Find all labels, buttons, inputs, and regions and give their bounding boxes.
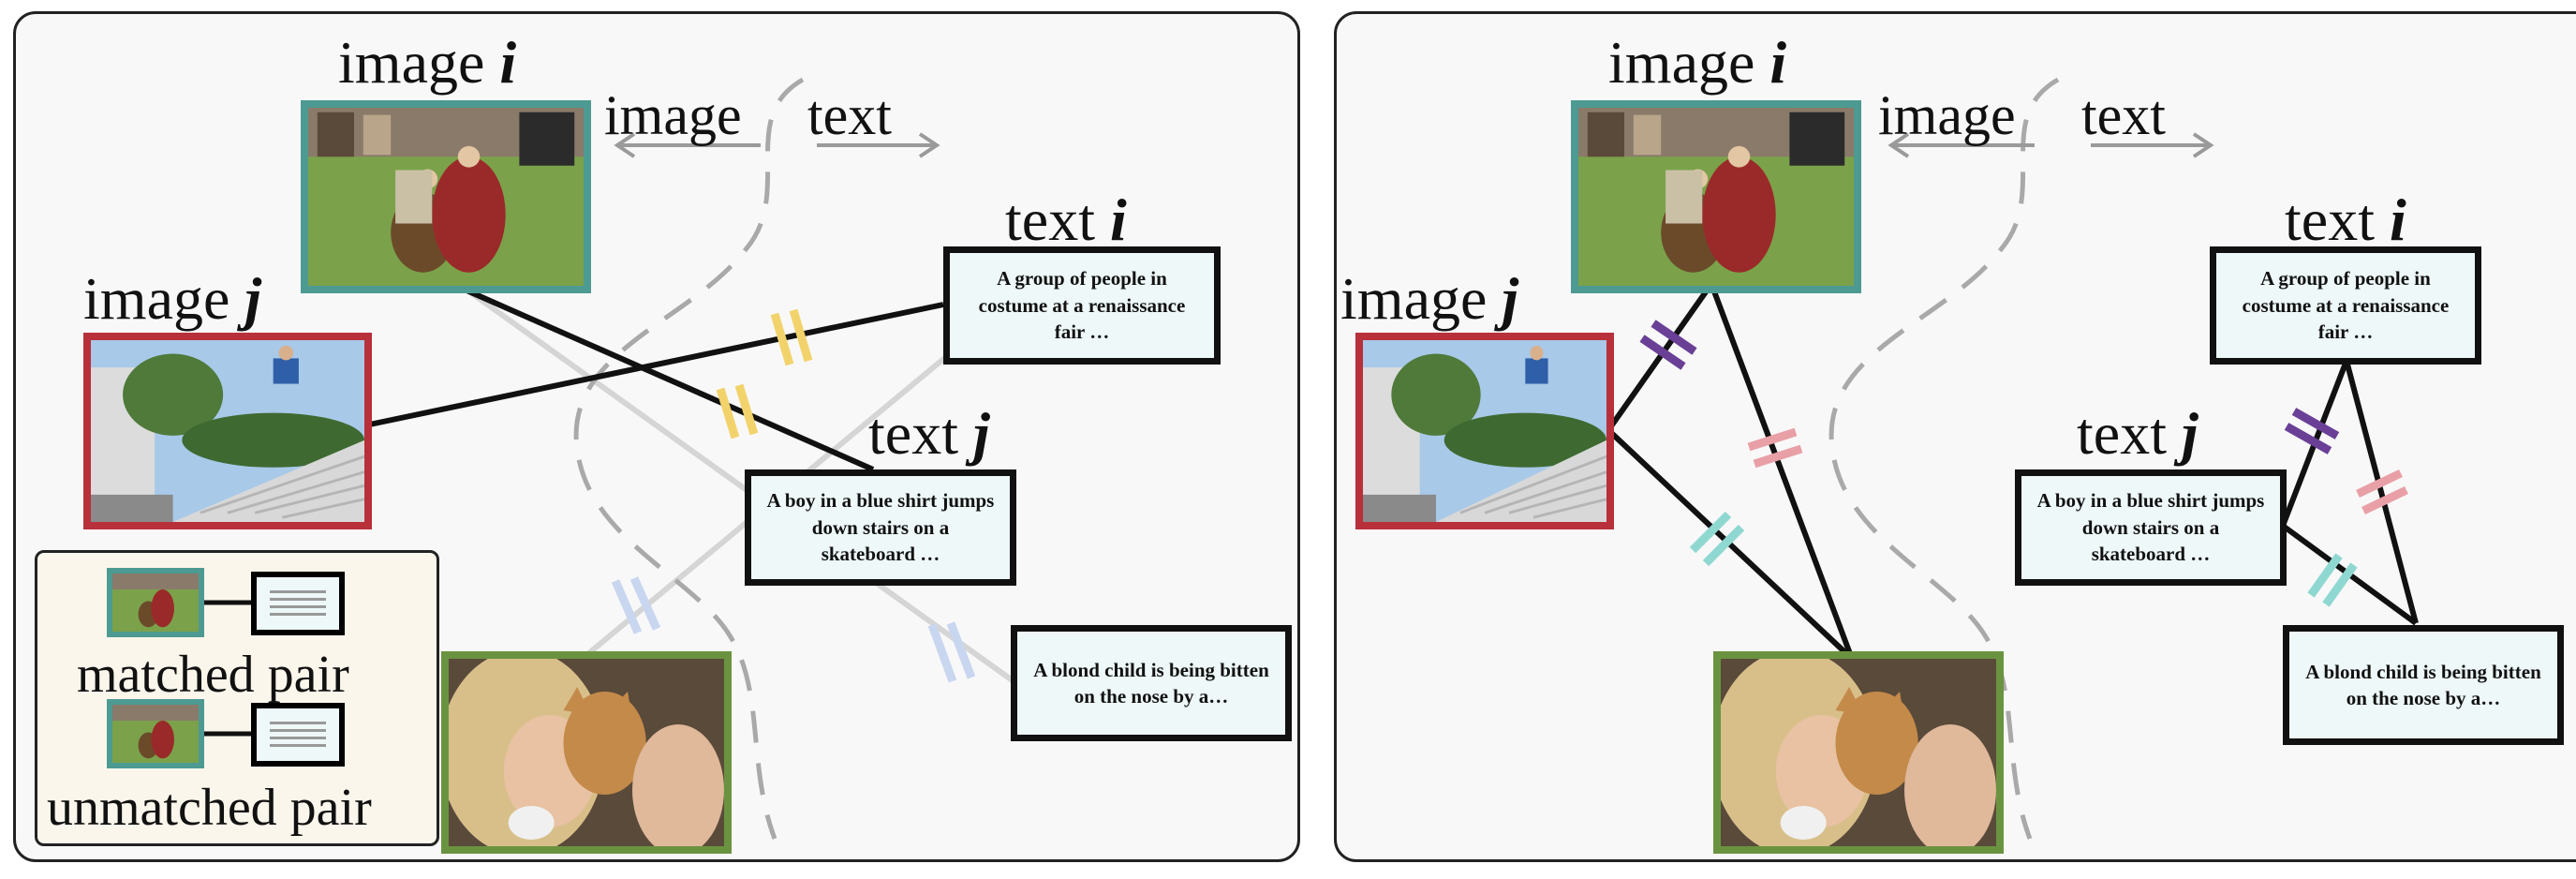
label-image-j: image j (83, 265, 262, 332)
child-with-kitten-photo-icon (449, 659, 724, 846)
caption-text-j: A boy in a blue shirt jumps down stairs … (2015, 469, 2287, 586)
arrow-head-right (2192, 132, 2214, 158)
legend-unmatched-image (107, 699, 204, 768)
equal-tick-cyan-text (2307, 553, 2358, 607)
legend-matched-label: matched pair (77, 646, 349, 704)
caption-text-i: A group of people in costume at a renais… (2210, 246, 2481, 365)
left-connections (360, 77, 1015, 840)
axis-label-text: text (807, 84, 892, 146)
label-image-j: image j (1340, 265, 1519, 332)
renaissance-fair-photo-icon (308, 108, 584, 286)
panel-before-alignment: image i image j text i text j image text (13, 11, 1300, 862)
label-text-j: text j (868, 400, 990, 467)
equal-tick-blue-b (927, 621, 976, 683)
label-text-i: text i (1005, 186, 1127, 253)
image-j-skateboard-photo (1355, 333, 1614, 529)
equal-tick-yellow-a (770, 308, 813, 366)
equal-tick-pink-image (1747, 427, 1803, 469)
child-with-kitten-photo-icon (1721, 659, 1996, 846)
caption-text-k: A blond child is being bitten on the nos… (1011, 625, 1292, 741)
legend-connectors (204, 600, 253, 737)
axis-label-text: text (2081, 84, 2166, 146)
image-i-renaissance-photo (301, 100, 591, 293)
arrow-head-left (614, 132, 636, 158)
legend-matched-image (107, 568, 204, 637)
caption-text-k: A blond child is being bitten on the nos… (2283, 625, 2564, 745)
equal-tick-pink-text (2356, 469, 2408, 515)
renaissance-fair-thumb-icon (112, 574, 199, 632)
axis-label-image: image (604, 84, 742, 146)
label-image-i: image i (338, 29, 517, 96)
caption-text-i: A group of people in costume at a renais… (943, 246, 1221, 365)
image-j-skateboard-photo (83, 333, 372, 529)
equal-tick-yellow-b (716, 383, 759, 440)
modality-divider (573, 77, 805, 840)
arrow-head-right (918, 132, 940, 158)
label-image-i: image i (1608, 29, 1787, 96)
legend: matched pair unmatched pair (35, 550, 439, 846)
faint-line-image-i-text-k (454, 279, 1015, 684)
equal-tick-purple-image (1639, 320, 1697, 370)
renaissance-fair-photo-icon (1578, 108, 1854, 286)
caption-text-j: A boy in a blue shirt jumps down stairs … (745, 469, 1016, 586)
skateboard-stairs-photo-icon (1363, 340, 1606, 522)
panel-after-alignment: image i image j text i text j image text (1334, 11, 2576, 862)
image-i-renaissance-photo (1571, 100, 1861, 293)
arrow-head-left (1888, 132, 1910, 158)
axis-label-image: image (1878, 84, 2016, 146)
skateboard-stairs-photo-icon (91, 340, 364, 522)
legend-unmatched-text (251, 703, 345, 767)
line-image-i-text-j (454, 283, 875, 472)
line-image-j-text-i (360, 302, 944, 429)
legend-unmatched-label: unmatched pair (47, 779, 372, 837)
equal-tick-blue-a (611, 576, 661, 634)
renaissance-fair-thumb-icon (112, 705, 199, 763)
legend-matched-text (251, 572, 345, 635)
image-k-child-kitten-photo (441, 651, 732, 854)
label-text-i: text i (2285, 186, 2406, 253)
label-text-j: text j (2077, 400, 2198, 467)
equal-tick-cyan-image (1689, 511, 1745, 567)
image-k-child-kitten-photo (1713, 651, 2004, 854)
equal-tick-purple-text (2284, 408, 2340, 454)
